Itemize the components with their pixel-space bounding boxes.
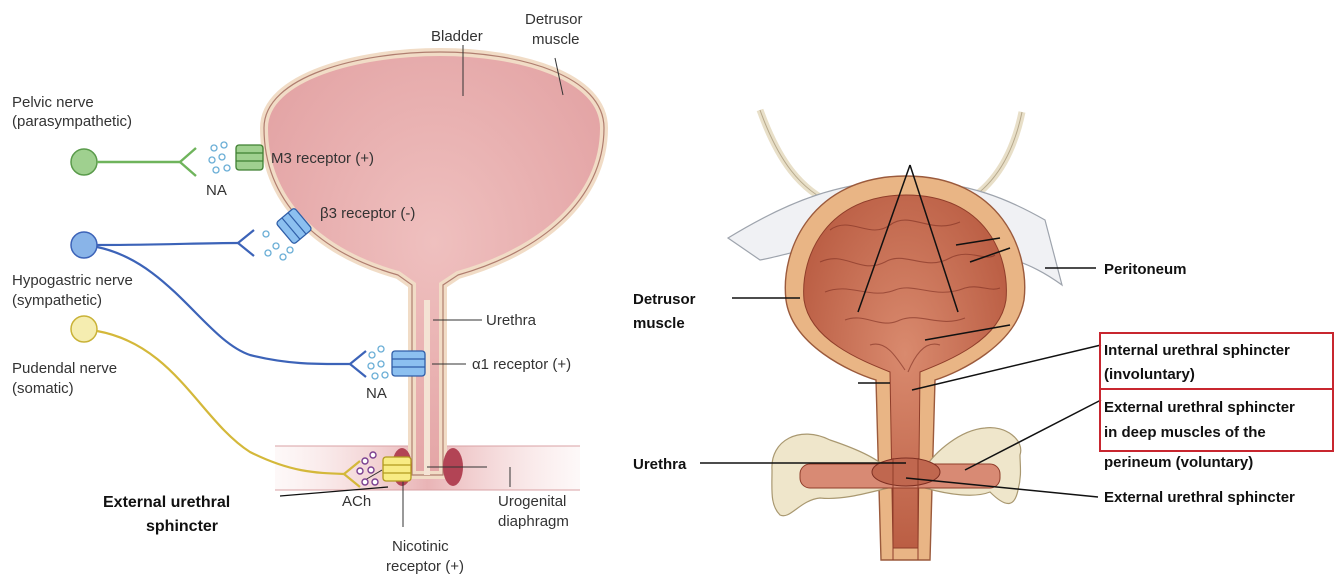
label-na-top: NA [206,182,227,199]
label-detrusor-2: muscle [532,31,580,48]
label-external-sphincter-1: External urethral [103,494,230,511]
label-detrusor-1: Detrusor [525,11,583,28]
label-na-bottom: NA [366,385,387,402]
label-beta3-receptor: β3 receptor (-) [320,205,415,222]
label-m3-receptor: M3 receptor (+) [271,150,374,167]
nicotinic-receptor [383,457,411,481]
label-hypogastric-1: Hypogastric nerve [12,272,133,289]
hypogastric-terminal-bottom [350,351,366,377]
m3-receptor [236,145,263,170]
bladder-shape [264,52,604,475]
label-ach: ACh [342,493,371,510]
alpha1-receptor [392,351,425,376]
pudendal-nerve-soma [71,316,97,342]
label-urethra-left: Urethra [486,312,537,329]
label-external-sphincter-2: sphincter [146,518,218,535]
label-alpha1-receptor: α1 receptor (+) [472,356,571,373]
pelvic-nerve-terminal [180,148,196,176]
label-external-deep-3: perineum (voluntary) [1104,454,1253,471]
label-bladder: Bladder [431,28,483,45]
label-peritoneum: Peritoneum [1104,261,1187,278]
label-pelvic-nerve-1: Pelvic nerve [12,94,94,111]
label-detrusor-right-1: Detrusor [633,291,696,308]
label-pudendal-1: Pudendal nerve [12,360,117,377]
label-pudendal-2: (somatic) [12,380,74,397]
pelvic-nerve-soma [71,149,97,175]
na-vesicles-bottom [368,346,388,379]
label-urogenital-2: diaphragm [498,513,569,530]
left-ureter [760,110,835,205]
label-internal-sphincter-2: (involuntary) [1104,366,1195,383]
na-vesicles-top [209,142,230,173]
label-urogenital-1: Urogenital [498,493,566,510]
label-hypogastric-2: (sympathetic) [12,292,102,309]
hypogastric-nerve-soma [71,232,97,258]
label-pelvic-nerve-2: (parasympathetic) [12,113,132,130]
label-nicotinic-2: receptor (+) [386,558,464,575]
label-nicotinic-1: Nicotinic [392,538,449,555]
label-internal-sphincter-1: Internal urethral sphincter [1104,342,1290,359]
hypogastric-terminal-top [238,230,254,256]
label-urethra-right: Urethra [633,456,687,473]
label-external-sphincter-right: External urethral sphincter [1104,489,1295,506]
label-external-deep-2: in deep muscles of the [1104,424,1266,441]
label-external-deep-1: External urethral sphincter [1104,399,1295,416]
external-sphincter-ring [872,458,940,486]
label-detrusor-right-2: muscle [633,315,685,332]
